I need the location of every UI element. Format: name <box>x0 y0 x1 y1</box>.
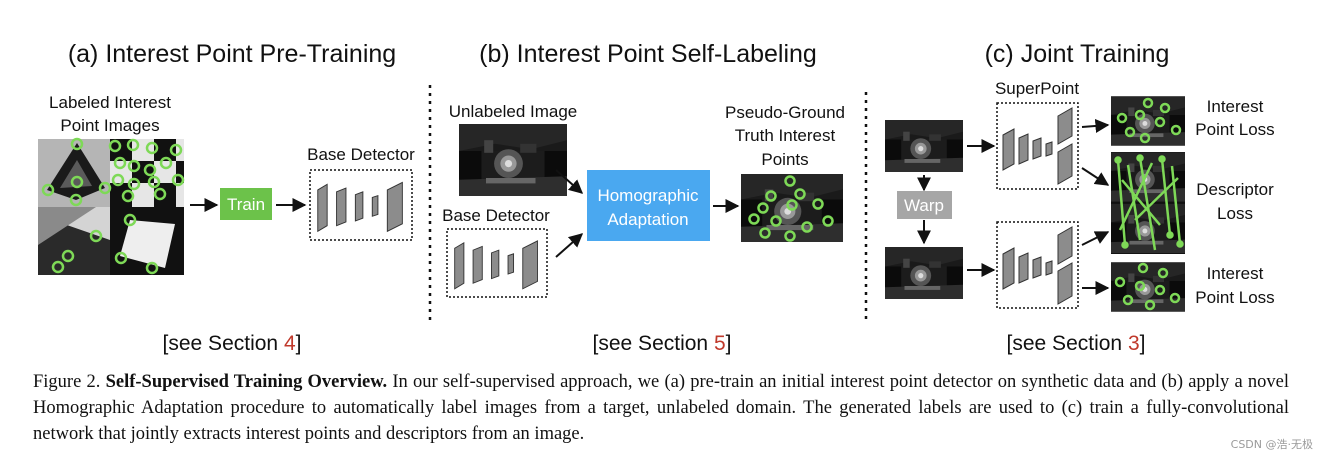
caption-prefix: Figure 2. <box>33 372 106 392</box>
superpoint-label: SuperPoint <box>995 79 1079 98</box>
loss1-label-1: Interest <box>1207 97 1264 116</box>
panel-b: (b) Interest Point Self-Labeling Unlabel… <box>442 40 845 355</box>
arrow-net-to-desc-bottom <box>1081 231 1110 246</box>
unlabeled-image <box>459 124 567 196</box>
base-detector-label-b: Base Detector <box>442 206 550 225</box>
loss1-keypoints <box>1116 97 1182 144</box>
panel-b-title: (b) Interest Point Self-Labeling <box>479 40 817 68</box>
loss3-label-2: Point Loss <box>1195 288 1274 307</box>
ha-label-1: Homographic <box>597 186 699 205</box>
figure-caption: Figure 2. Self-Supervised Training Overv… <box>33 369 1289 447</box>
loss3-label-1: Interest <box>1207 264 1264 283</box>
joint-image-warped <box>885 247 963 299</box>
section-ref-a: [see Section 4] <box>163 332 302 355</box>
arrow-net-to-loss1 <box>1081 118 1110 133</box>
panel-a: (a) Interest Point Pre-Training Labeled … <box>38 40 415 355</box>
arrow-detector-to-ha <box>555 233 584 258</box>
loss2-label-2: Loss <box>1217 204 1253 223</box>
labeled-images-label-2: Point Images <box>60 116 159 135</box>
warp-label: Warp <box>904 196 944 215</box>
panel-a-title: (a) Interest Point Pre-Training <box>68 40 396 68</box>
warp-box <box>897 191 952 219</box>
labeled-keypoints <box>41 137 185 275</box>
arrow-net-to-desc-top <box>1081 167 1110 186</box>
pseudo-label-2: Truth Interest <box>735 126 836 145</box>
pseudo-label-3: Points <box>761 150 808 169</box>
joint-image-top <box>885 120 963 172</box>
loss3-image <box>1111 262 1185 312</box>
ha-label-2: Adaptation <box>607 210 688 229</box>
base-detector-label-a: Base Detector <box>307 145 415 164</box>
superpoint-layers-top <box>1002 107 1073 185</box>
panel-c-title: (c) Joint Training <box>985 40 1170 68</box>
train-label: Train <box>227 195 265 214</box>
unlabeled-image-label: Unlabeled Image <box>449 102 578 121</box>
labeled-images-label-1: Labeled Interest <box>49 93 171 112</box>
loss3-keypoints <box>1114 262 1181 311</box>
homographic-adaptation-box <box>587 170 710 241</box>
loss2-label-1: Descriptor <box>1196 180 1274 199</box>
watermark: CSDN @浩·无极 <box>1230 438 1313 451</box>
section-ref-c: [see Section 3] <box>1007 332 1146 355</box>
pseudo-label-1: Pseudo-Ground <box>725 103 845 122</box>
panel-c: (c) Joint Training Warp SuperPoint <box>885 40 1275 355</box>
train-box <box>220 188 272 220</box>
pseudo-keypoints <box>748 175 834 242</box>
descriptor-matches <box>1114 154 1184 251</box>
caption-body: In our self-supervised approach, we (a) … <box>33 372 1290 444</box>
loss1-label-2: Point Loss <box>1195 120 1274 139</box>
arrow-image-to-ha <box>555 169 584 194</box>
caption-bold-title: Self-Supervised Training Overview. <box>105 372 388 392</box>
section-ref-b: [see Section 5] <box>593 332 732 355</box>
superpoint-layers-bottom <box>1002 226 1073 305</box>
